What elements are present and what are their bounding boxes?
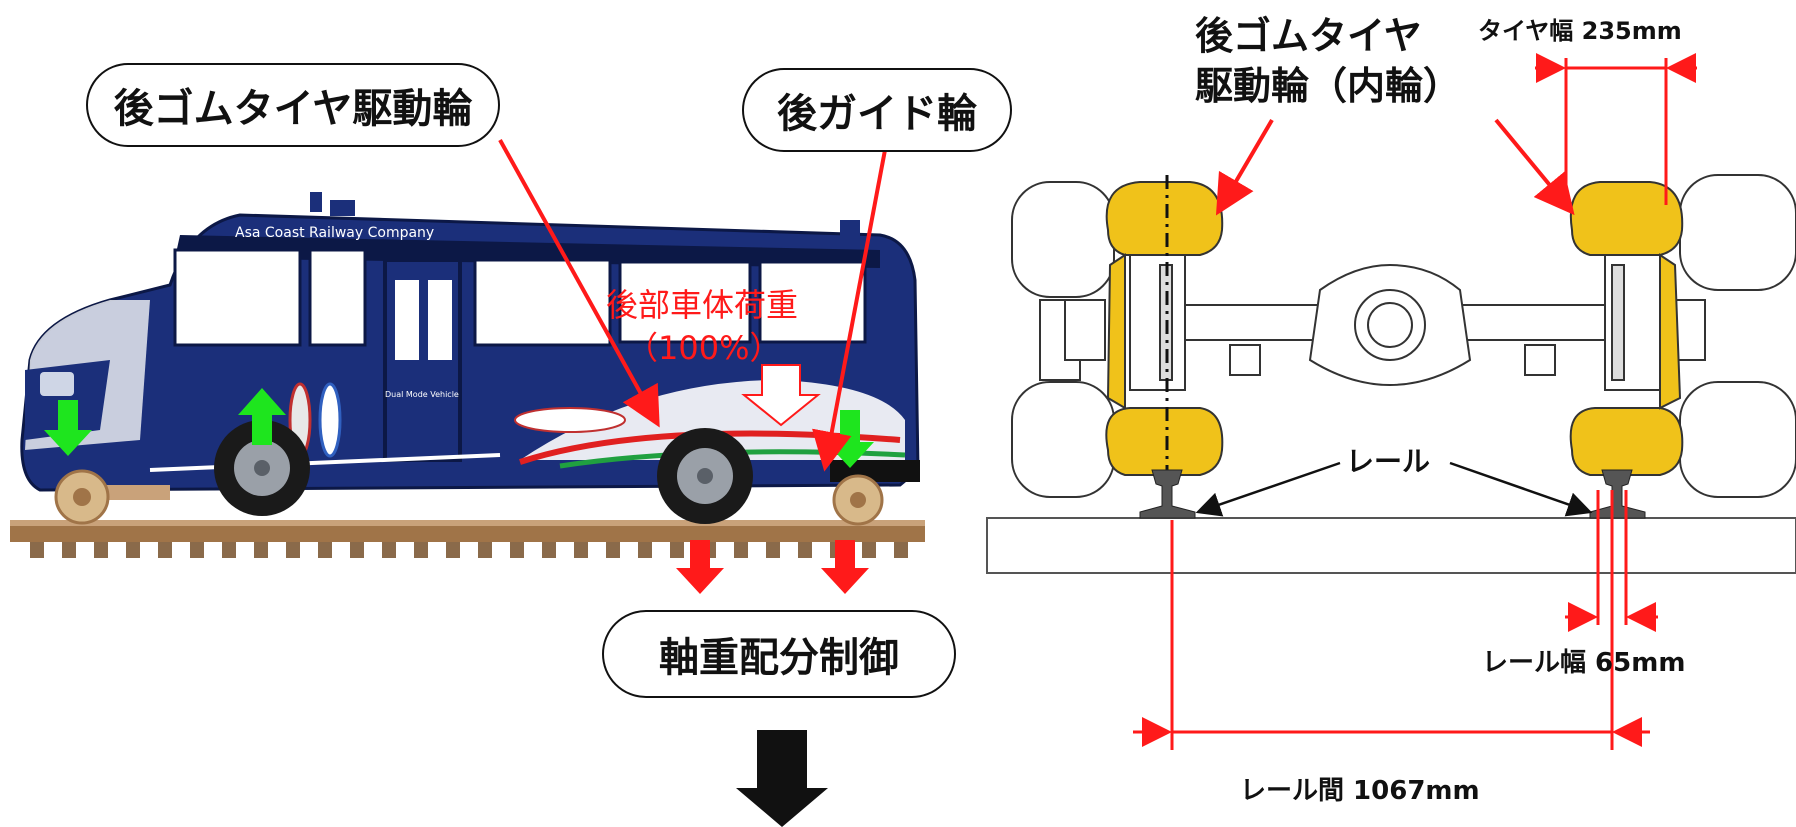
dimension-lines <box>1133 53 1697 750</box>
rails <box>1139 469 1646 519</box>
rear-drive-wheel-label: 後ゴムタイヤ駆動輪 <box>113 86 473 132</box>
bus-sign: Asa Coast Railway Company <box>235 225 434 241</box>
rear-drive-wheel-bubble: 後ゴムタイヤ駆動輪 <box>86 63 500 147</box>
green-up-arrow-front-wheel <box>238 388 286 445</box>
rear-body-load-line2: （100%） <box>626 329 782 367</box>
inner-drive-tires <box>1105 181 1684 476</box>
rail-width-label: レール幅 65mm <box>1482 648 1686 678</box>
outer-tires <box>1011 174 1796 498</box>
bus-illustration: Asa Coast Railway Company Dual Mode Vehi… <box>20 192 920 526</box>
rail-callout-right <box>1449 461 1593 517</box>
rear-body-load-line1: 後部車体荷重 <box>606 286 799 324</box>
ground-slab <box>986 517 1796 574</box>
axle-body <box>1064 254 1706 391</box>
rail-track <box>10 520 925 558</box>
bus-side-text: Dual Mode Vehicle <box>385 390 459 399</box>
green-down-arrow-front <box>44 400 92 456</box>
tire-callout-right <box>1494 118 1575 216</box>
rear-tire-label-line1: 後ゴムタイヤ <box>1195 14 1422 58</box>
rear-tire-label-line2: 駆動輪（内輪） <box>1195 64 1462 108</box>
axle-load-control-label: 軸重配分制御 <box>659 635 899 681</box>
rear-guide-wheel-bubble: 後ガイド輪 <box>742 68 1012 152</box>
axle-load-control-bubble: 軸重配分制御 <box>602 610 956 698</box>
tire-width-label: タイヤ幅 235mm <box>1478 17 1682 45</box>
guide-wheel-callout-line <box>812 149 887 472</box>
tire-callout-left <box>1215 118 1274 216</box>
drive-wheel-callout-line <box>498 139 660 428</box>
rear-guide-wheel-label: 後ガイド輪 <box>777 91 977 137</box>
rail-gauge-label: レール間 1067mm <box>1240 776 1480 806</box>
rail-callout-left <box>1195 461 1341 517</box>
rear-load-arrow <box>741 364 821 427</box>
rail-label: レール <box>1346 445 1431 478</box>
red-down-arrows <box>676 540 869 594</box>
result-down-arrow <box>736 730 828 827</box>
